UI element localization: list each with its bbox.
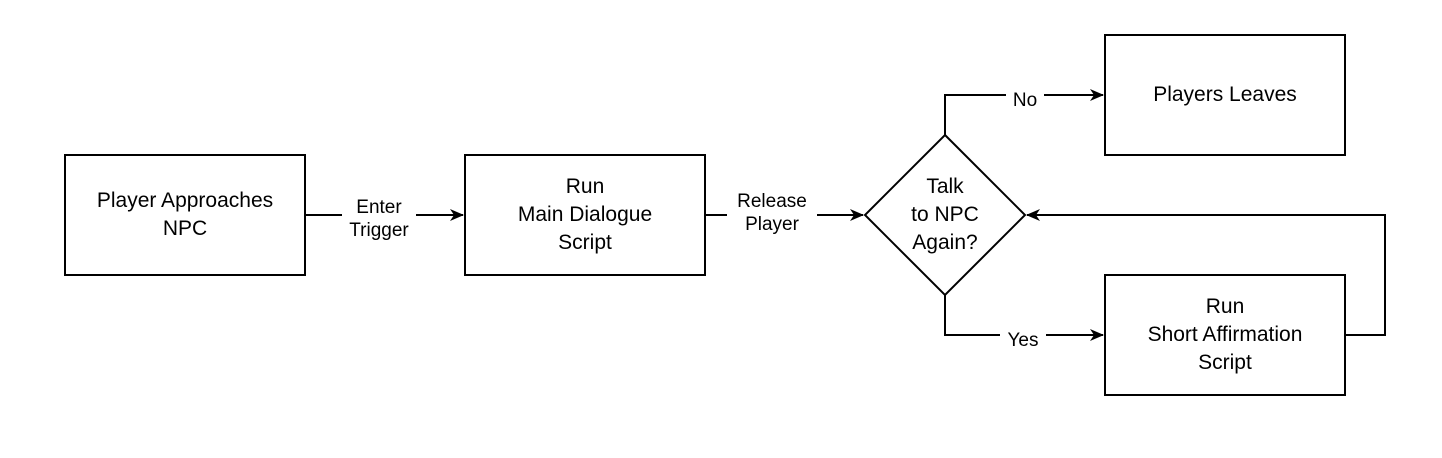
decision-label: Talk to NPC Again? <box>911 175 979 254</box>
main-dialogue-node: Run Main Dialogue Script <box>464 154 706 276</box>
release-player-label: Release Player <box>727 190 817 236</box>
player-approaches-label: Player Approaches NPC <box>96 189 274 240</box>
players-leaves-node: Players Leaves <box>1104 34 1346 156</box>
edge-no <box>944 89 1104 135</box>
player-approaches-node: Player Approaches NPC <box>64 154 306 276</box>
edge-yes <box>944 295 1104 341</box>
players-leaves-label: Players Leaves <box>1153 83 1297 106</box>
short-affirmation-node: Run Short Affirmation Script <box>1104 274 1346 396</box>
edge-loop-back <box>1026 209 1386 336</box>
no-label: No <box>1006 89 1044 112</box>
enter-trigger-label: Enter Trigger <box>342 196 416 242</box>
short-affirmation-label: Run Short Affirmation Script <box>1147 295 1303 374</box>
main-dialogue-label: Run Main Dialogue Script <box>517 175 653 254</box>
yes-label: Yes <box>1000 329 1046 352</box>
